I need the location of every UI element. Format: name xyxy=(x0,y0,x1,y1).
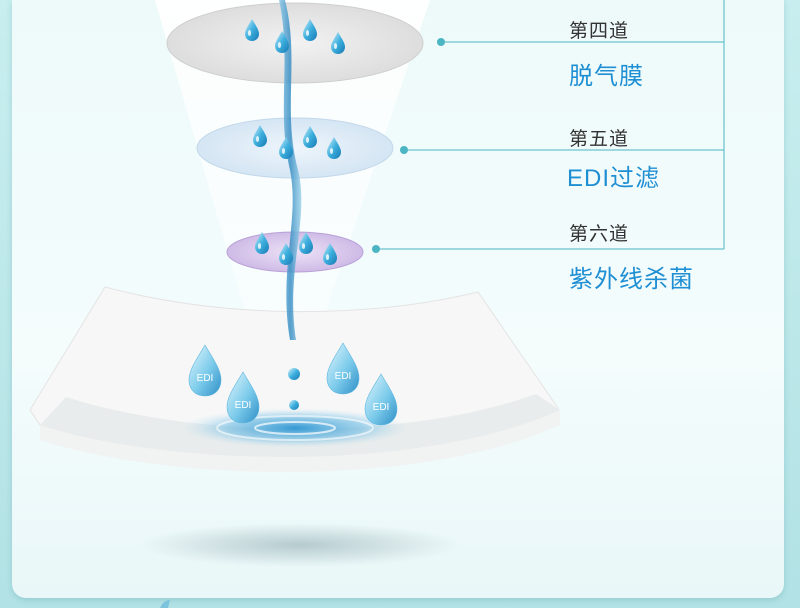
stage-step-5: 第五道 xyxy=(569,129,630,150)
edi-drop-label: EDI xyxy=(235,400,252,411)
stage-name-5: EDI过滤 xyxy=(567,165,661,192)
stage-name-4: 脱气膜 xyxy=(569,63,644,90)
stage-step-6: 第六道 xyxy=(569,224,630,245)
edi-drop-label: EDI xyxy=(373,402,390,413)
droplet-group xyxy=(245,19,345,410)
water-stream xyxy=(279,0,302,340)
edi-drop-4: EDI xyxy=(364,373,398,426)
callout-dot xyxy=(437,38,445,46)
tray-shadow xyxy=(140,523,460,567)
stage-step-4: 第四道 xyxy=(569,21,630,42)
callout-dot xyxy=(372,245,380,253)
edi-drop-label: EDI xyxy=(197,373,214,384)
callout-lines xyxy=(376,0,725,250)
callout-dot xyxy=(400,146,408,154)
edi-drop-1: EDI xyxy=(188,344,222,397)
stage-name-6: 紫外线杀菌 xyxy=(569,266,694,293)
edi-drop-label: EDI xyxy=(335,371,352,382)
edi-drop-3: EDI xyxy=(326,342,360,395)
corner-drop xyxy=(160,600,170,608)
edi-drop-2: EDI xyxy=(226,371,260,424)
filter-disc-degassing xyxy=(166,2,424,84)
